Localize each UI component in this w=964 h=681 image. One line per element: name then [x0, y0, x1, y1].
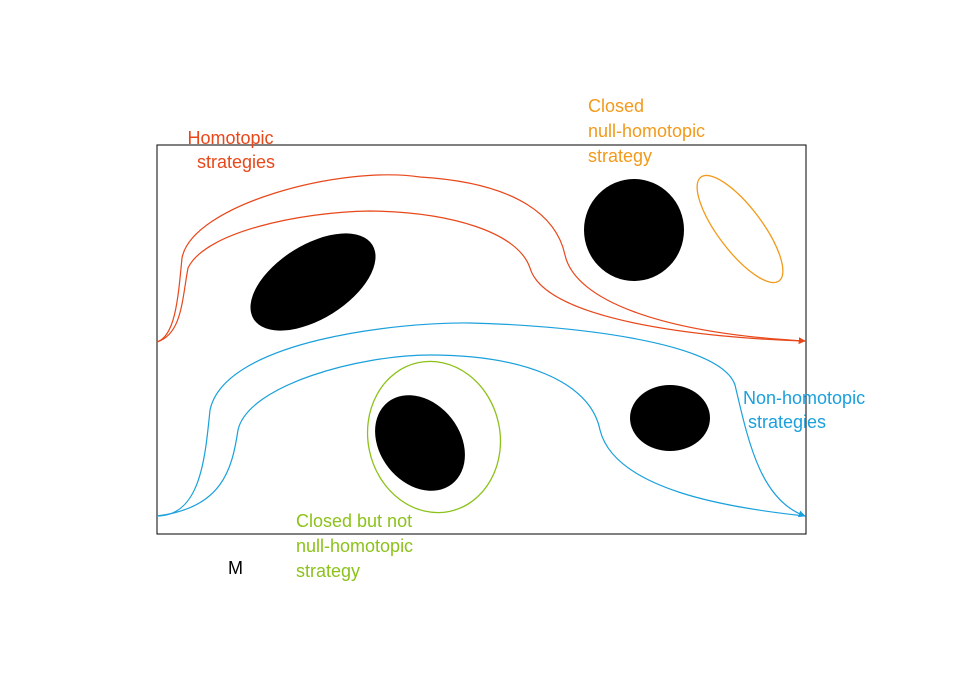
label-homotopic: Homotopic strategies: [187, 128, 278, 172]
obstacle-2: [584, 179, 684, 281]
label-homotopic-line-1: Homotopic: [187, 128, 273, 148]
label-space-m: M: [228, 558, 243, 578]
label-closed-null-homotopic: Closed null-homotopic strategy: [588, 96, 710, 166]
homotopic-path-lower: [156, 210, 806, 343]
closed-null-homotopic-loop: [696, 174, 784, 284]
obstacle-4: [630, 385, 710, 451]
non-homotopic-path-lower: [156, 322, 806, 518]
label-closed-not-null-line-1: Closed but not: [296, 511, 412, 531]
label-closed-not-null-homotopic: Closed but not null-homotopic strategy: [296, 511, 418, 581]
non-homotopic-path-upper: [156, 354, 806, 517]
label-closed-null-line-3: strategy: [588, 146, 652, 166]
label-homotopic-line-2: strategies: [197, 152, 275, 172]
label-closed-not-null-line-2: null-homotopic: [296, 536, 413, 556]
space-frame: [156, 144, 807, 535]
label-closed-null-line-2: null-homotopic: [588, 121, 705, 141]
label-non-homotopic-line-2: strategies: [748, 412, 826, 432]
obstacle-1: [250, 233, 376, 331]
label-closed-not-null-line-3: strategy: [296, 561, 360, 581]
label-closed-null-line-1: Closed: [588, 96, 644, 116]
homotopic-path-upper: [156, 174, 806, 345]
obstacle-3: [375, 395, 465, 491]
label-non-homotopic: Non-homotopic strategies: [743, 388, 870, 432]
label-non-homotopic-line-1: Non-homotopic: [743, 388, 865, 408]
closed-not-null-homotopic-loop: [366, 360, 502, 514]
